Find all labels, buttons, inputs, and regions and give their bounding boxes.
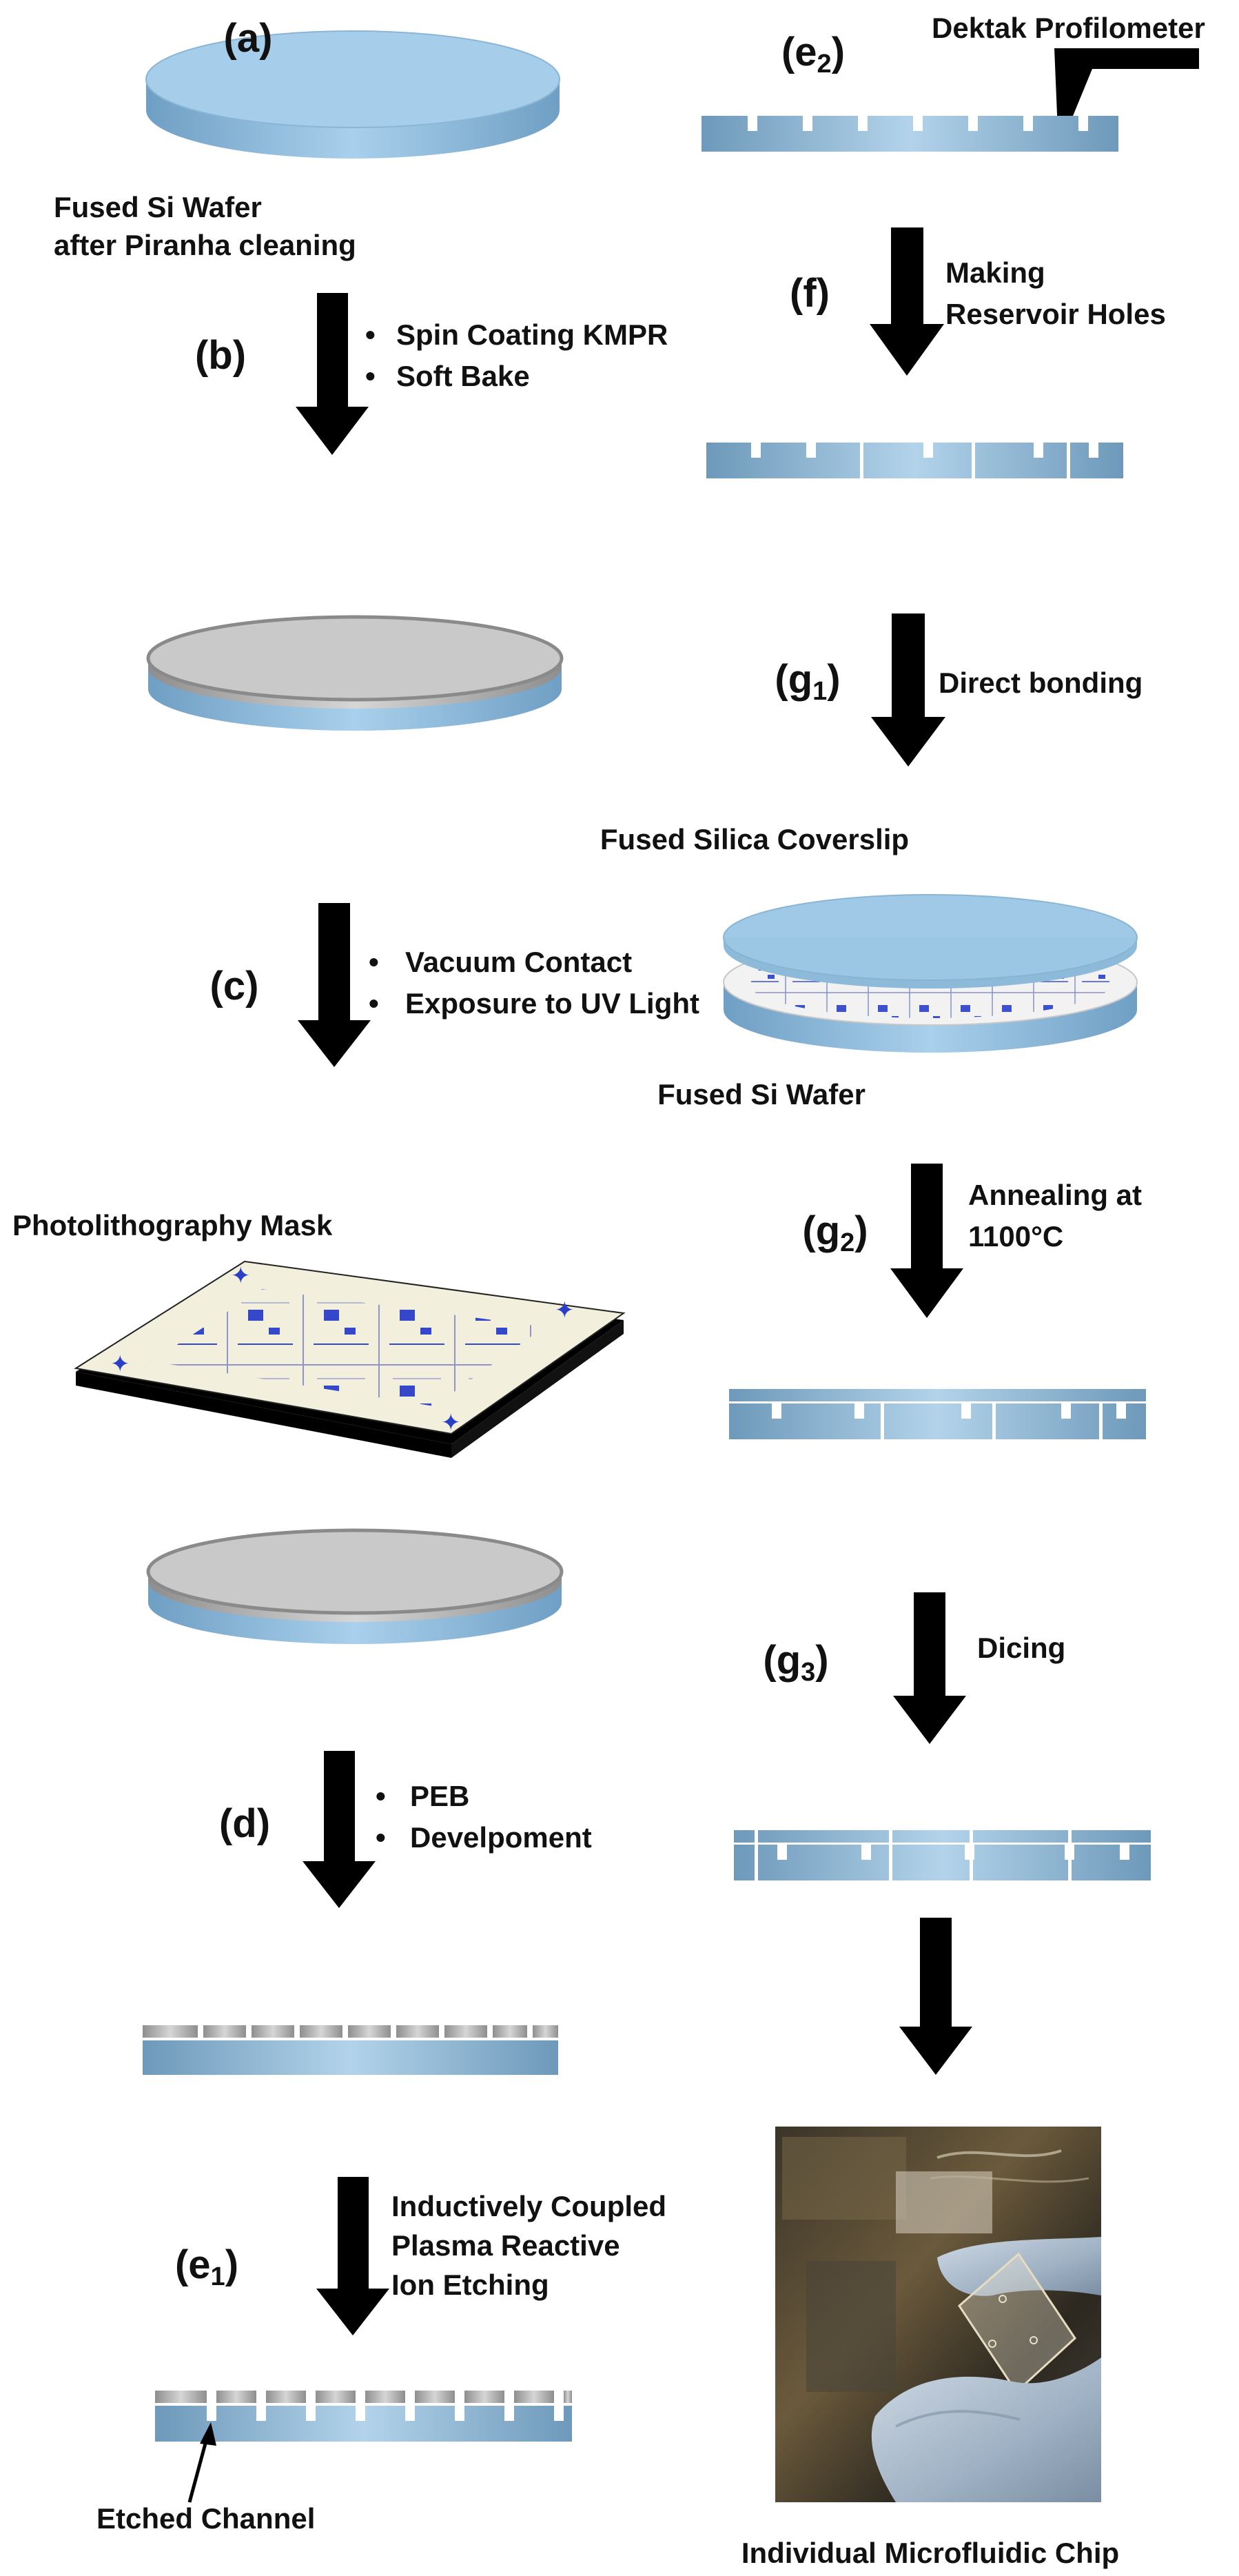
wafer-with-resist-b [146, 615, 564, 731]
bullet-b1: Spin Coating KMPR [396, 318, 668, 351]
microfluidic-chip-photo [775, 2127, 1101, 2502]
step-e1-close: ) [225, 2242, 238, 2287]
step-e1-label: (e1) [175, 2242, 238, 2291]
svg-text:✦: ✦ [231, 1262, 251, 1290]
arrow-g1 [871, 613, 945, 767]
step-e1-prefix: (e [175, 2242, 211, 2287]
caption-after-piranha: after Piranha cleaning [54, 229, 356, 261]
svg-text:✦: ✦ [110, 1350, 130, 1378]
individual-chip-label: Individual Microfluidic Chip [741, 2537, 1119, 2569]
annealing-line-1: Annealing at [968, 1179, 1142, 1211]
arrow-final [899, 1918, 972, 2075]
step-g1-label: (g1) [775, 657, 840, 706]
step-g3-label: (g3) [763, 1638, 828, 1687]
arrow-f [870, 227, 944, 376]
dektak-stylus [1054, 48, 1199, 131]
diced-bar [734, 1830, 1151, 1880]
bullet-dot-b1: • [365, 318, 376, 351]
bullet-dot-b2: • [365, 360, 376, 392]
reservoir-holes-bar [706, 443, 1123, 478]
icp-line-3: Ion Etching [391, 2269, 549, 2301]
caption-fused-si-wafer: Fused Si Wafer [54, 191, 262, 223]
arrow-g2 [890, 1164, 963, 1318]
etched-channel-label: Etched Channel [96, 2502, 315, 2535]
step-g2-label: (g2) [802, 1208, 868, 1257]
step-g2-sub: 2 [840, 1228, 854, 1257]
dicing-label: Dicing [977, 1632, 1065, 1664]
bullet-c2: Exposure to UV Light [405, 987, 699, 1020]
step-e2-label: (e2) [781, 30, 845, 79]
etched-channel-pointer [187, 2422, 216, 2503]
step-g3-close: ) [815, 1638, 828, 1683]
step-g1-close: ) [827, 657, 840, 702]
arrow-g3 [893, 1592, 966, 1744]
annealing-line-2: 1100°C [968, 1220, 1063, 1252]
etched-wafer-bar [155, 2391, 572, 2442]
step-e2-close: ) [832, 30, 845, 74]
svg-text:✦: ✦ [441, 1409, 461, 1437]
step-e2-sub: 2 [817, 50, 832, 79]
arrow-d [303, 1751, 376, 1908]
icp-line-1: Inductively Coupled [391, 2190, 666, 2222]
mask-label: Photolithography Mask [12, 1209, 333, 1241]
bullet-dot-d2: • [376, 1821, 386, 1854]
step-c-label: (c) [210, 964, 259, 1008]
profiled-wafer-bar [702, 116, 1118, 152]
step-e1-sub: 1 [211, 2262, 225, 2291]
annealed-bar [729, 1389, 1146, 1439]
dektak-label: Dektak Profilometer [932, 12, 1205, 44]
bullet-dot-c1: • [369, 946, 379, 978]
direct-bonding-label: Direct bonding [939, 667, 1143, 699]
wafer-with-resist-c [146, 1528, 564, 1644]
reservoir-line-1: Making [945, 256, 1045, 289]
step-f-label: (f) [790, 271, 830, 316]
step-g2-prefix: (g [802, 1208, 840, 1253]
bullet-dot-d1: • [376, 1780, 386, 1812]
svg-text:✦: ✦ [555, 1297, 575, 1324]
step-g3-sub: 3 [801, 1658, 815, 1687]
bullet-d1: PEB [410, 1780, 469, 1812]
step-b-label: (b) [195, 333, 246, 378]
photolithography-mask: ✦ ✦ ✦ ✦ [74, 1260, 626, 1458]
arrow-e1 [316, 2177, 389, 2335]
bullet-b2: Soft Bake [396, 360, 530, 392]
wafer-a [145, 30, 560, 159]
bullet-dot-c2: • [369, 987, 379, 1020]
arrow-b [296, 293, 369, 455]
step-g1-sub: 1 [812, 677, 827, 706]
icp-line-2: Plasma Reactive [391, 2229, 620, 2262]
reservoir-line-2: Reservoir Holes [945, 298, 1166, 330]
coverslip-label: Fused Silica Coverslip [600, 823, 909, 855]
step-g1-prefix: (g [775, 657, 812, 702]
arrow-c [298, 903, 371, 1067]
step-e2-prefix: (e [781, 30, 817, 74]
step-a-label: (a) [224, 16, 273, 61]
patterned-resist-bar [143, 2025, 558, 2075]
bonded-wafer-stack [723, 894, 1138, 1053]
fused-si-wafer-label: Fused Si Wafer [657, 1078, 866, 1110]
step-g2-close: ) [854, 1208, 868, 1253]
step-d-label: (d) [219, 1801, 270, 1846]
bullet-d2: Develpoment [410, 1821, 592, 1854]
step-g3-prefix: (g [763, 1638, 801, 1683]
bullet-c1: Vacuum Contact [405, 946, 632, 978]
